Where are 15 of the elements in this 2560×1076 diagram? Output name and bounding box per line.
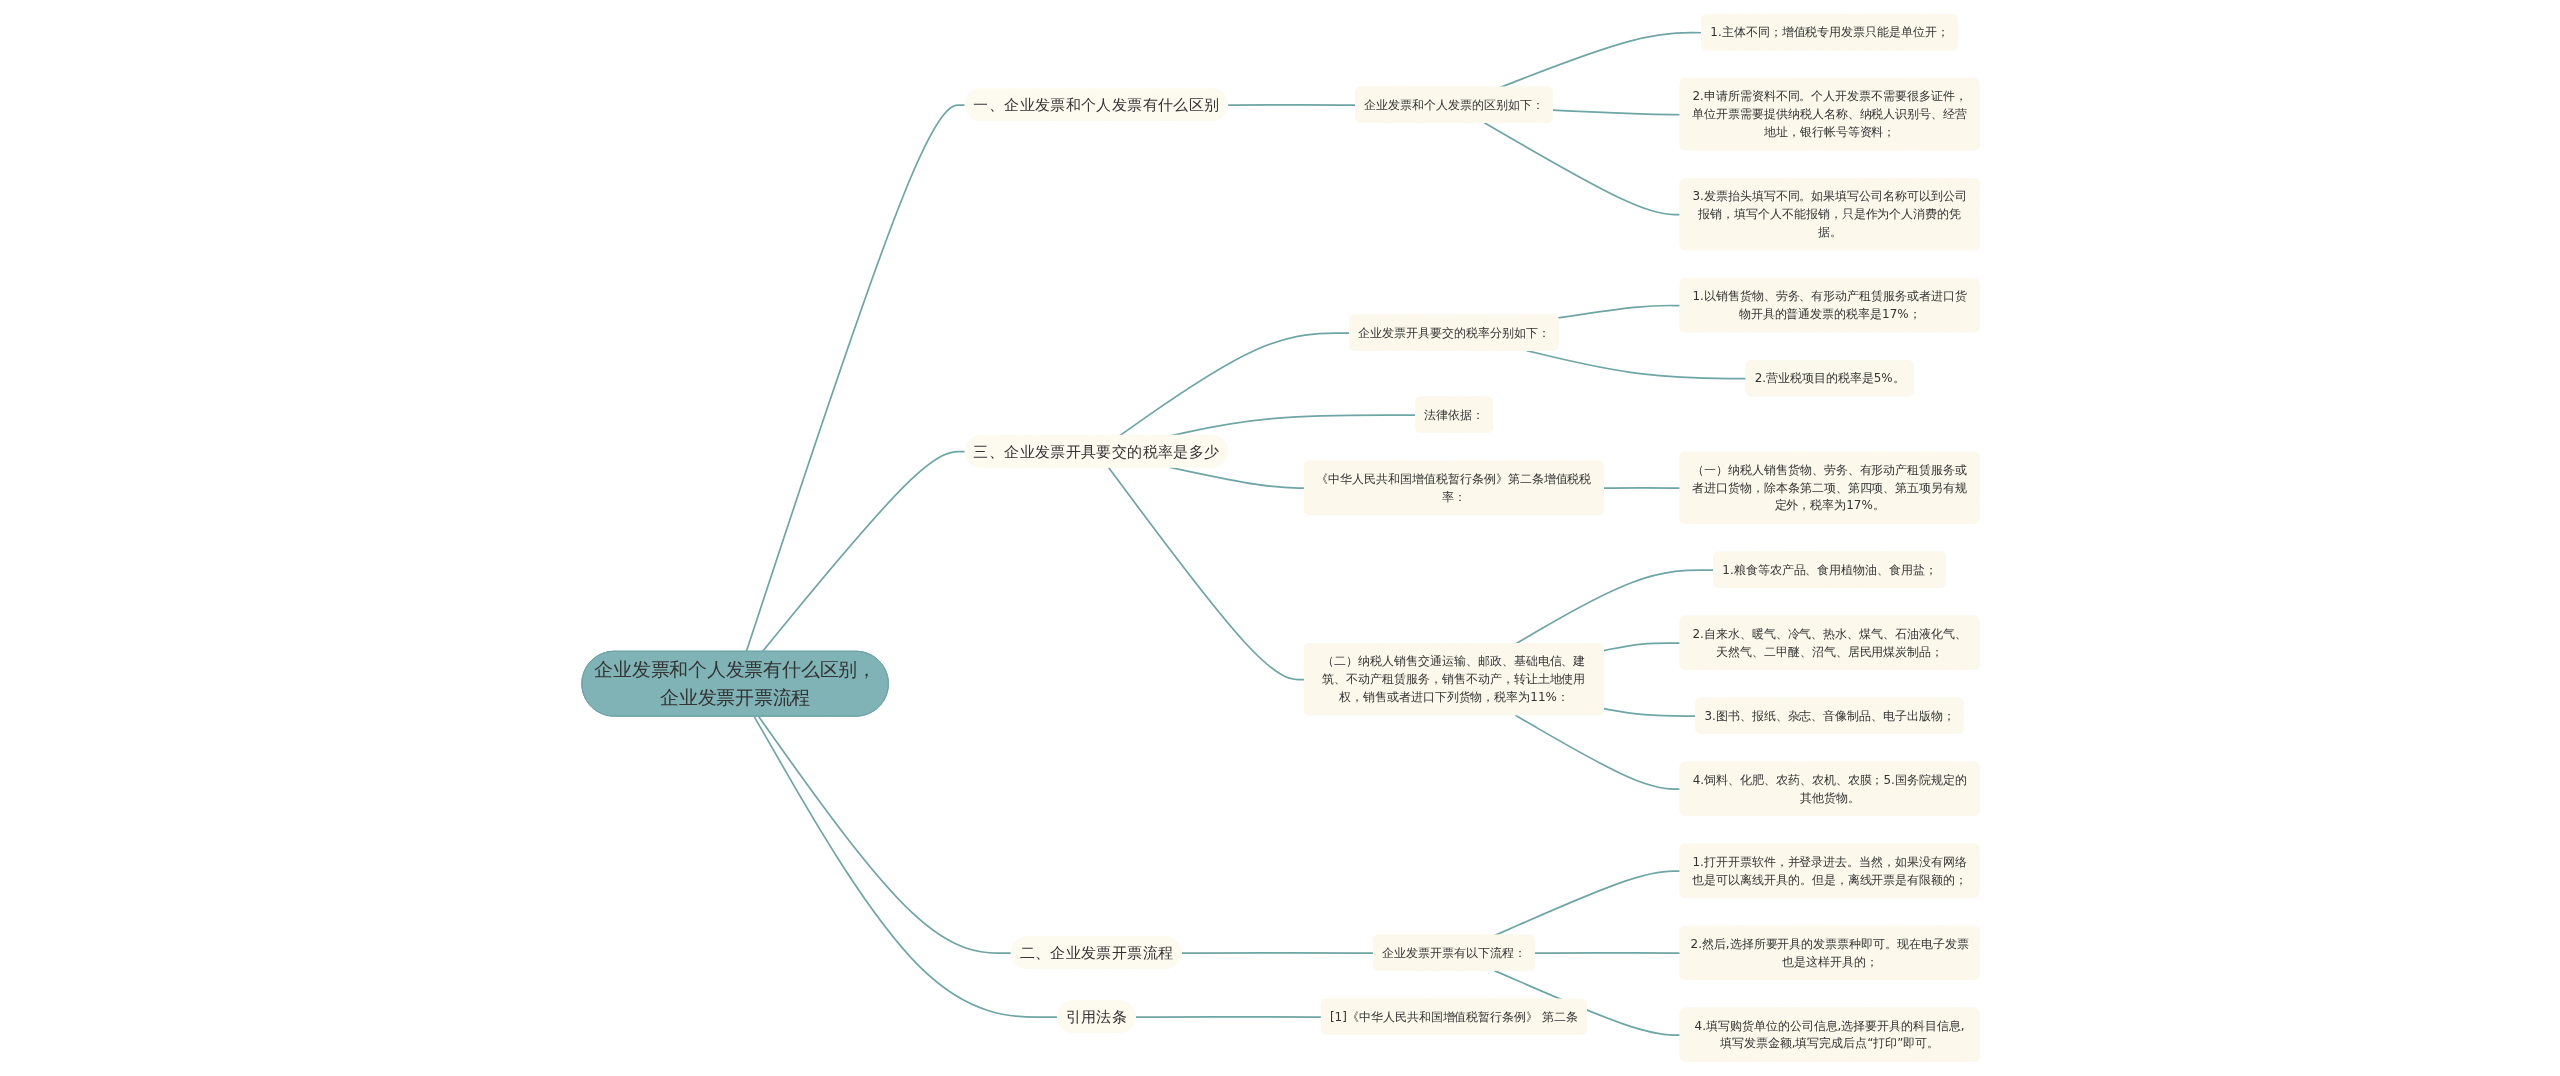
connector [1551, 109, 1681, 116]
connector [1498, 31, 1703, 89]
connector [1180, 952, 1375, 954]
connector [1513, 714, 1681, 790]
connector [1533, 952, 1681, 954]
connector [1602, 642, 1681, 652]
connector [1226, 104, 1357, 106]
connector [1118, 332, 1351, 437]
connector [1483, 121, 1681, 216]
connector [757, 715, 1013, 954]
connector [1556, 304, 1681, 319]
connector [1602, 487, 1681, 489]
connector [1602, 707, 1697, 717]
connector [752, 715, 1059, 1019]
connector [1493, 870, 1681, 937]
